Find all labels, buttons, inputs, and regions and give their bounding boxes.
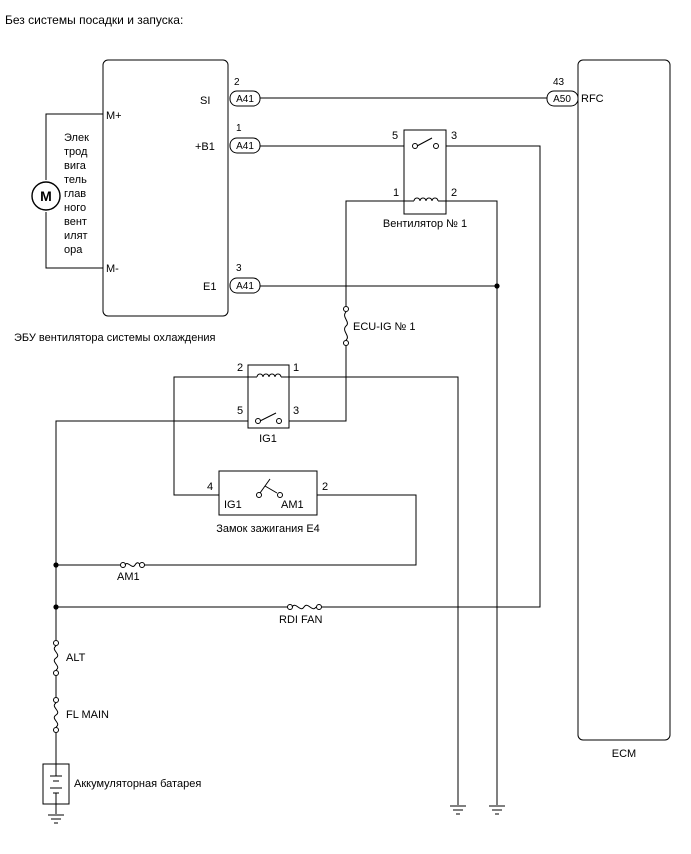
ig1-relay-pin-2: 2 — [237, 362, 243, 374]
fan-relay-pin-1: 1 — [393, 187, 399, 199]
ignition-switch-box — [218, 470, 318, 516]
alt-fuse-label: ALT — [66, 652, 86, 664]
wire-relay3-rdi — [322, 145, 541, 608]
motor-label-line: вент — [64, 216, 87, 228]
ecm-label: ECM — [612, 748, 636, 760]
rdi-fan-fuse-label: RDI FAN — [279, 614, 322, 626]
diagram-heading: Без системы посадки и запуска: — [5, 13, 183, 27]
fan-ecu-pin-b1: +B1 — [195, 141, 215, 153]
conn-si-code: A41 — [236, 94, 254, 105]
conn-rfc-code: A50 — [553, 94, 571, 105]
fan-ecu-block — [102, 59, 229, 317]
ignition-pin-2: 2 — [322, 481, 328, 493]
rdi-fan-fuse-icon — [287, 604, 322, 610]
ignition-switch-label: Замок зажигания E4 — [216, 523, 320, 535]
fan-ecu-pin-e1: E1 — [203, 281, 216, 293]
conn-e1-code: A41 — [236, 281, 254, 292]
fan-relay-pin-2: 2 — [451, 187, 457, 199]
fan-ecu-pin-si: SI — [200, 95, 210, 107]
motor-label-line: Элек — [64, 132, 89, 144]
motor-label-line: ора — [64, 244, 83, 256]
conn-rfc-number: 43 — [553, 77, 565, 88]
fan-relay-pin-3: 3 — [451, 130, 457, 142]
conn-b1-code: A41 — [236, 141, 254, 152]
ig1-relay-pin-3: 3 — [293, 405, 299, 417]
ecu-ig-fuse-label: ECU-IG № 1 — [353, 321, 416, 333]
ground-icon — [489, 805, 505, 815]
wire-ig1-pin1-ground — [289, 376, 459, 805]
wire-relay1-ecuig — [345, 200, 404, 306]
wire-ig1-pin2-switch — [173, 376, 248, 496]
conn-e1-number: 3 — [236, 263, 242, 274]
fan-ecu-label: ЭБУ вентилятора системы охлаждения — [14, 332, 216, 344]
fan-relay-switch-icon — [412, 137, 439, 149]
ecu-ig-fuse-icon — [343, 306, 349, 346]
conn-si-number: 2 — [234, 77, 240, 88]
ignition-pin-4: 4 — [207, 481, 213, 493]
motor-label-line: тель — [64, 174, 87, 186]
motor-wire-bottom — [45, 212, 103, 269]
ecm-block — [577, 59, 671, 741]
ground-icon — [450, 805, 466, 815]
ig1-relay-switch-icon — [255, 412, 282, 424]
fan-ecu-pin-m-minus: M- — [106, 263, 119, 275]
fl-main-fuse-icon — [53, 697, 59, 733]
fan-relay-label: Вентилятор № 1 — [383, 218, 467, 230]
ig1-relay-pin-5: 5 — [237, 405, 243, 417]
ignition-switch-contact-icon — [256, 478, 283, 498]
ecm-pin-rfc: RFC — [581, 93, 604, 105]
motor-icon — [31, 181, 61, 211]
fan-relay-pin-5: 5 — [392, 130, 398, 142]
conn-b1-number: 1 — [236, 123, 242, 134]
fan-relay-box — [403, 129, 447, 215]
conn-rfc-badge — [546, 90, 579, 107]
motor-label-line: илят — [64, 230, 88, 242]
wire-relay2-ground — [446, 200, 498, 805]
motor-label-line: вига — [64, 160, 87, 172]
motor-label: Элек трод вига тель глав ного вент илят … — [64, 132, 89, 256]
ground-icon — [48, 814, 64, 824]
fan-relay-coil-icon — [404, 197, 446, 202]
motor-wire-top — [45, 113, 103, 180]
motor-label-line: глав — [64, 188, 86, 200]
wire-ecuig-ig1 — [289, 346, 347, 422]
wire-ignition-am1 — [142, 494, 417, 566]
alt-fuse-icon — [53, 640, 59, 676]
ig1-relay-label: IG1 — [259, 433, 277, 445]
am1-fuse-icon — [120, 562, 145, 568]
motor-label-line: ного — [64, 202, 86, 214]
ig1-relay-coil-icon — [248, 373, 289, 378]
battery-icon — [42, 763, 70, 805]
ignition-term-am1: AM1 — [281, 499, 304, 511]
ig1-relay-pin-1: 1 — [293, 362, 299, 374]
fl-main-fuse-label: FL MAIN — [66, 709, 109, 721]
battery-label: Аккумуляторная батарея — [74, 778, 201, 790]
motor-letter: M — [40, 188, 52, 204]
wire-ig1-pin5-bus — [55, 420, 248, 565]
am1-fuse-label: AM1 — [117, 571, 140, 583]
ignition-term-ig1: IG1 — [224, 499, 242, 511]
motor-label-line: трод — [64, 146, 88, 158]
fan-ecu-pin-m-plus: M+ — [106, 110, 122, 122]
